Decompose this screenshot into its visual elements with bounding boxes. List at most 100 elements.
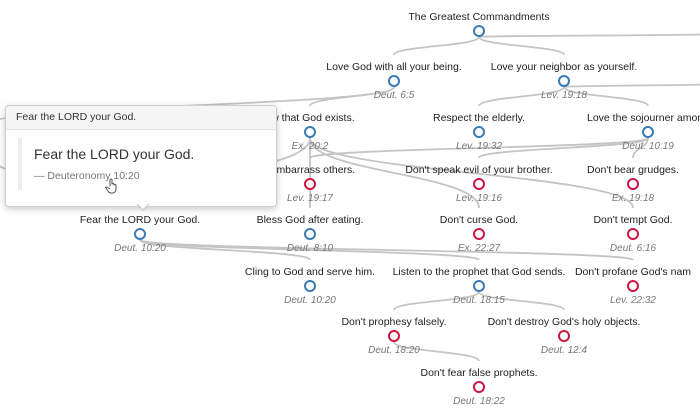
node-circle[interactable] [627, 178, 639, 190]
node-label: Don't curse God. [440, 214, 518, 226]
node-reference: Deut. 6:16 [610, 243, 657, 254]
node-reference: Deut. 18:15 [453, 295, 505, 306]
tree-edge [309, 137, 480, 209]
node-cling[interactable]: Cling to God and serve him. Deut. 10:20 [245, 266, 375, 306]
node-embarrass[interactable]: t embarrass others. Lev. 19:17 [265, 164, 355, 204]
node-circle[interactable] [304, 228, 316, 240]
node-popover: Fear the LORD your God. Fear the LORD yo… [5, 105, 277, 207]
node-label: Don't fear false prophets. [421, 367, 538, 379]
node-circle[interactable] [388, 330, 400, 342]
node-holy-objects[interactable]: Don't destroy God's holy objects. Deut. 1… [488, 316, 641, 356]
node-label: Fear the LORD your God. [80, 214, 200, 226]
popover-arrow-inner [137, 203, 149, 209]
tree-edge [309, 137, 634, 209]
node-label: Love the sojourner among [587, 112, 700, 124]
node-tempt[interactable]: Don't tempt God. Deut. 6:16 [593, 214, 672, 254]
node-label: Listen to the prophet that God sends. [393, 266, 566, 278]
tree-edge [478, 137, 649, 159]
node-root[interactable]: The Greatest Commandments [408, 11, 550, 37]
popover-citation: — Deuteronomy 10:20 [34, 170, 140, 182]
node-label: Cling to God and serve him. [245, 266, 375, 278]
tree-edge [393, 291, 480, 311]
node-reference: Deut. 12:4 [541, 345, 588, 356]
tree-edge [563, 86, 649, 107]
node-reference: Deut. 10:19 [622, 141, 674, 152]
node-reference: Ex. 20:2 [292, 141, 329, 152]
tree-edge [632, 137, 649, 159]
tree-edge [309, 137, 649, 159]
node-circle[interactable] [642, 126, 654, 138]
node-grudges[interactable]: Don't bear grudges.Ex. 19:18 [587, 164, 679, 204]
node-label: Don't prophesy falsely. [341, 316, 446, 328]
node-reference: Deut. 18:22 [453, 396, 505, 407]
node-label: Love your neighbor as yourself. [491, 61, 638, 73]
node-circle[interactable] [473, 381, 485, 393]
node-label: Don't profane God's nam [575, 266, 691, 278]
node-label: Respect the elderly. [433, 112, 525, 124]
node-label: Don't bear grudges. [587, 164, 679, 176]
tree-edge [139, 239, 634, 261]
popover-quote: Fear the LORD your God. [34, 146, 195, 162]
node-circle[interactable] [304, 126, 316, 138]
node-circle[interactable] [473, 25, 485, 37]
tree-edge [393, 341, 480, 362]
node-label: t embarrass others. [265, 164, 355, 176]
tree-edge [478, 36, 565, 56]
node-circle[interactable] [627, 228, 639, 240]
tree-edge [139, 239, 311, 261]
node-circle[interactable] [473, 228, 485, 240]
node-evil-speech[interactable]: Don't speak evil of your brother. Lev. 19… [405, 164, 552, 204]
node-reference: Deut. 18:20 [368, 345, 420, 356]
node-circle[interactable] [473, 280, 485, 292]
node-reference: Deut. 8:10 [287, 243, 334, 254]
tree-edge [563, 83, 700, 88]
node-label: Bless God after eating. [257, 214, 364, 226]
blockquote-bar [18, 138, 22, 190]
node-exists[interactable]: ow that God exists. Ex. 20:2 [265, 112, 354, 152]
node-fear[interactable]: Fear the LORD your God. Deut. 10:20 [80, 214, 200, 254]
node-label: Don't speak evil of your brother. [405, 164, 552, 176]
popover-title: Fear the LORD your God. [6, 106, 276, 130]
node-label: Don't destroy God's holy objects. [488, 316, 641, 328]
tree-edge [478, 291, 565, 311]
node-reference: Deut. 10:20 [284, 295, 336, 306]
node-reference: Lev. 19:17 [287, 193, 333, 204]
tree-edge [478, 86, 565, 107]
node-circle[interactable] [388, 75, 400, 87]
node-circle[interactable] [304, 280, 316, 292]
hand-cursor-icon [105, 178, 117, 194]
popover-body: Fear the LORD your God. — Deuteronomy 10… [6, 130, 276, 206]
node-false-prophets[interactable]: Don't fear false prophets. Deut. 18:22 [421, 367, 538, 407]
node-prophesy[interactable]: Don't prophesy falsely. Deut. 18:20 [341, 316, 446, 356]
node-circle[interactable] [558, 75, 570, 87]
node-prophet[interactable]: Listen to the prophet that God sends. Deu… [393, 266, 566, 306]
node-elderly[interactable]: Respect the elderly. Lev. 19:32 [433, 112, 525, 152]
node-curse[interactable]: Don't curse God. Ex. 22:27 [440, 214, 518, 254]
node-reference: Deut. 6:5 [374, 90, 415, 101]
node-label: Don't tempt God. [593, 214, 672, 226]
node-label: Love God with all your being. [326, 61, 461, 73]
node-circle[interactable] [627, 280, 639, 292]
node-reference: Lev. 19:32 [456, 141, 502, 152]
node-bless[interactable]: Bless God after eating. Deut. 8:10 [257, 214, 364, 254]
node-love-neighbor[interactable]: Love your neighbor as yourself. Lev. 19:1… [491, 61, 638, 101]
node-circle[interactable] [558, 330, 570, 342]
tree-edge [393, 36, 480, 56]
node-circle[interactable] [473, 178, 485, 190]
tree-edges [0, 33, 700, 362]
node-reference: Lev. 19:18 [541, 90, 587, 101]
node-reference: Deut. 10:20 [114, 243, 166, 254]
node-reference: Lev. 19:16 [456, 193, 502, 204]
tree-edge [478, 33, 700, 38]
node-circle[interactable] [134, 228, 146, 240]
node-circle[interactable] [304, 178, 316, 190]
node-reference: Lev. 22:32 [610, 295, 656, 306]
node-label: ow that God exists. [265, 112, 354, 124]
node-reference: Ex. 22:27 [458, 243, 501, 254]
node-love-god[interactable]: Love God with all your being. Deut. 6:5 [326, 61, 461, 101]
node-circle[interactable] [473, 126, 485, 138]
